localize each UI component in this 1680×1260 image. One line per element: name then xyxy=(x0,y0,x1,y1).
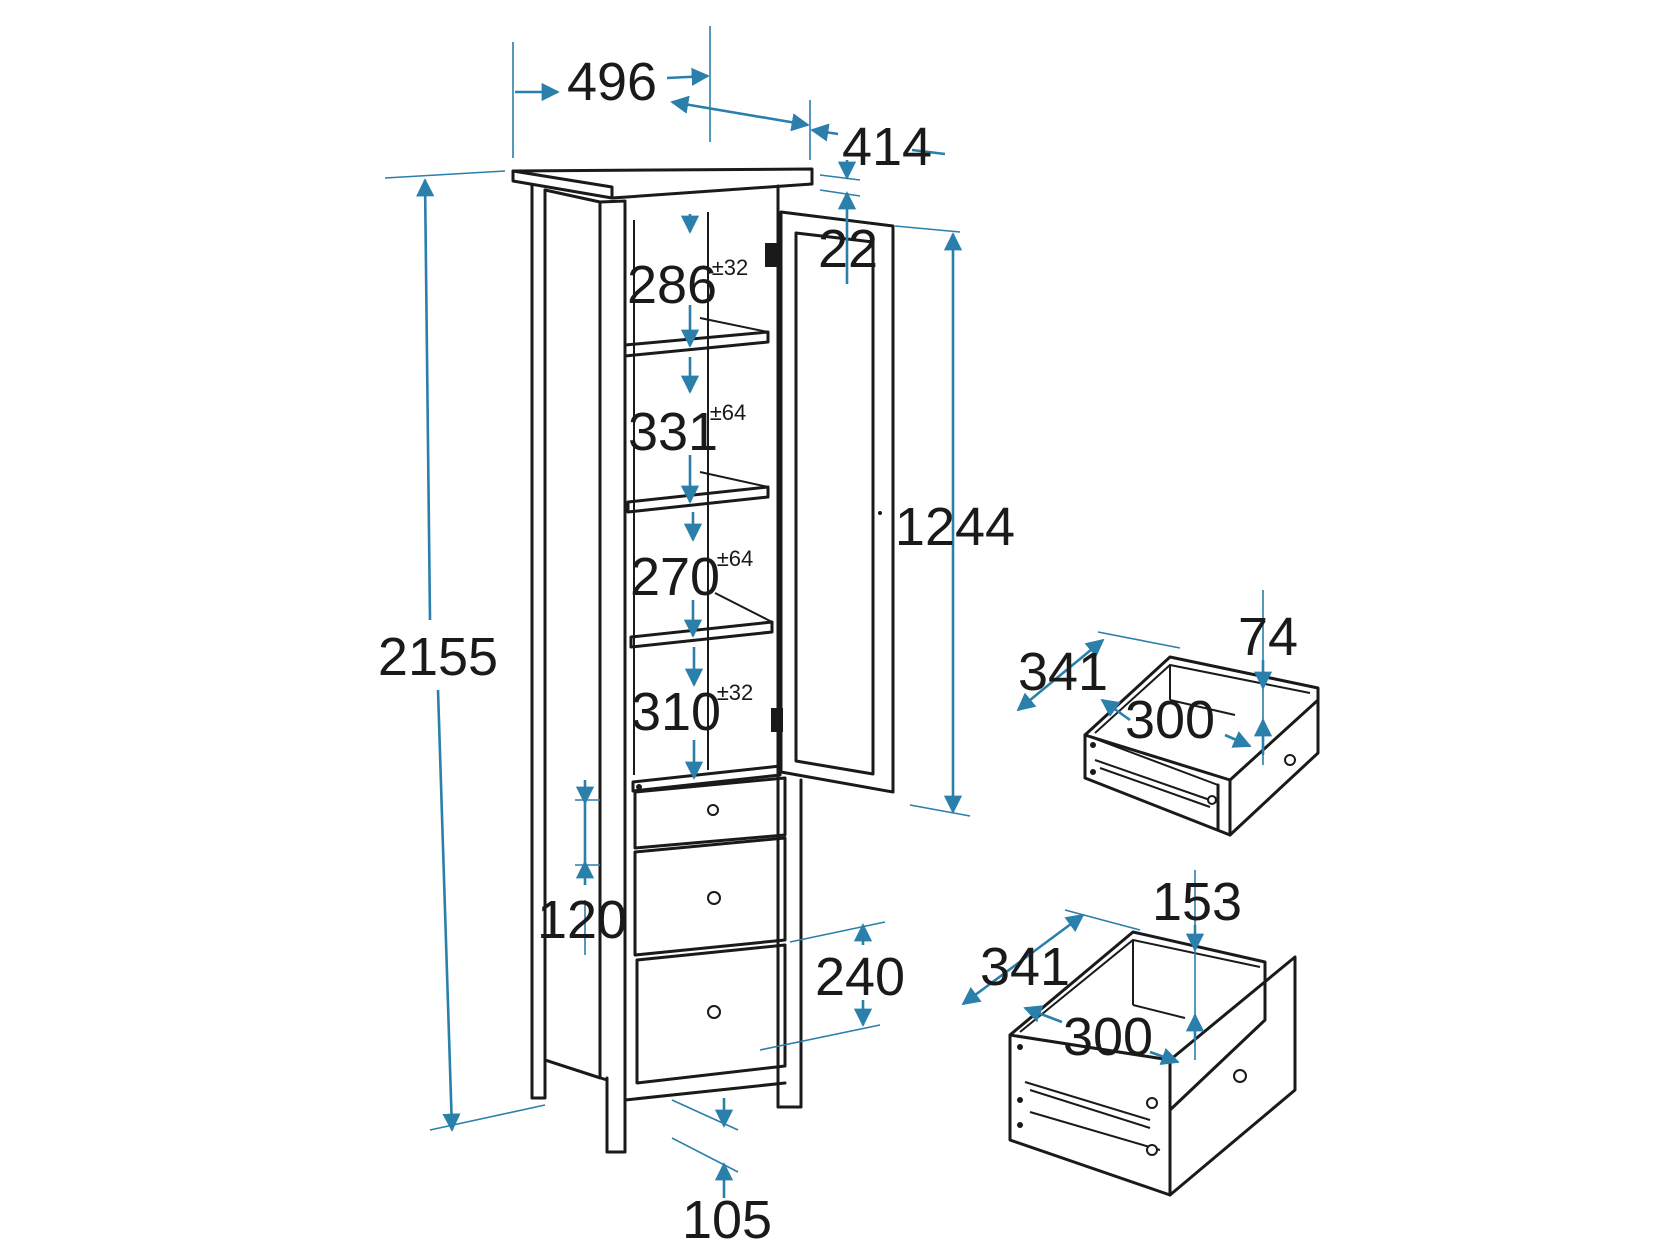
dim-height: 2155 xyxy=(378,170,546,1132)
label-large-drawer-depth: 341 xyxy=(980,937,1070,997)
dim-large-drawer-height: 240 xyxy=(759,921,905,1051)
label-shelf-gap-2-tolerance: ±64 xyxy=(710,400,747,425)
label-width: 496 xyxy=(567,52,657,112)
dim-small-drawer: 341 300 74 xyxy=(1016,590,1298,765)
label-height: 2155 xyxy=(378,627,498,687)
dim-top-thickness: 22 xyxy=(818,160,878,284)
label-large-drawer-width: 300 xyxy=(1063,1007,1153,1067)
dim-width: 496 xyxy=(512,26,711,158)
label-small-drawer-width: 300 xyxy=(1125,690,1215,750)
label-large-drawer-height-153: 153 xyxy=(1152,872,1242,932)
dim-small-drawer-height: 120 xyxy=(537,780,627,955)
label-shelf-gap-1: 286 xyxy=(627,255,717,315)
dim-door-height: 1244 xyxy=(894,225,1015,817)
label-top-thickness: 22 xyxy=(818,219,878,279)
label-door-height: 1244 xyxy=(895,497,1015,557)
dim-large-drawer: 341 300 153 xyxy=(961,870,1242,1067)
label-shelf-gap-4-tolerance: ±32 xyxy=(717,680,754,705)
label-shelf-gap-1-tolerance: ±32 xyxy=(712,255,749,280)
label-small-drawer-height-74: 74 xyxy=(1238,607,1298,667)
dim-depth: 414 xyxy=(670,95,946,177)
dim-leg-height: 105 xyxy=(671,1098,772,1250)
label-leg-height: 105 xyxy=(682,1190,772,1250)
label-small-drawer-depth: 341 xyxy=(1018,642,1108,702)
label-shelf-gap-4: 310 xyxy=(631,682,721,742)
label-shelf-gap-2: 331 xyxy=(628,402,718,462)
label-shelf-gap-3: 270 xyxy=(630,547,720,607)
label-large-drawer-height: 240 xyxy=(815,947,905,1007)
label-small-drawer-height: 120 xyxy=(537,890,627,950)
dim-shelf-gaps: 286 ±32 331 ±64 270 ±64 310 ±32 xyxy=(627,214,754,780)
label-shelf-gap-3-tolerance: ±64 xyxy=(717,546,754,571)
label-depth: 414 xyxy=(842,117,932,177)
